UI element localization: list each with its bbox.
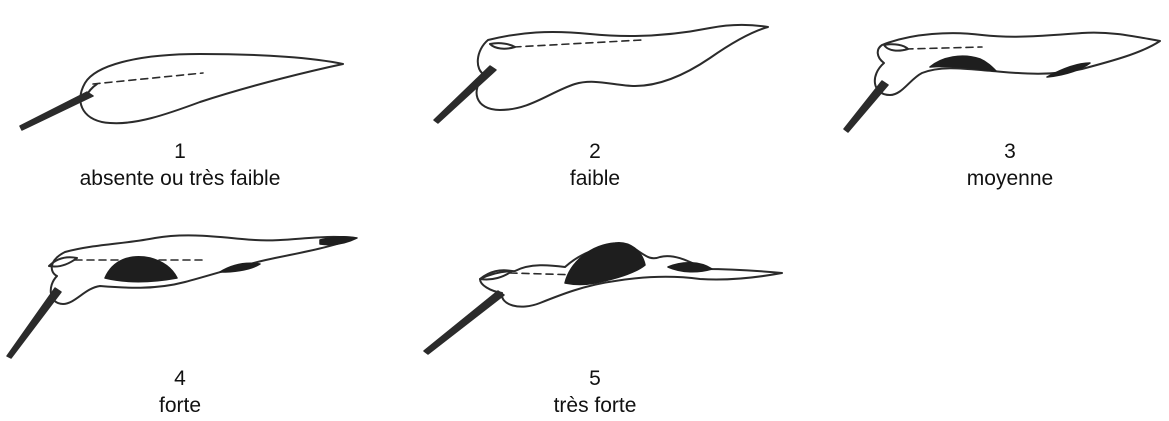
caption-3: 3 moyenne: [850, 138, 1169, 192]
caption-4: 4 forte: [20, 365, 340, 419]
petiole: [844, 81, 888, 132]
petiole: [20, 92, 93, 130]
leaf-base-curl: [884, 44, 908, 50]
caption-label: absente ou très faible: [20, 165, 340, 192]
petiole: [434, 66, 496, 123]
caption-label: très forte: [435, 392, 755, 419]
midrib: [93, 73, 203, 84]
caption-number: 2: [435, 138, 755, 165]
midrib: [514, 40, 642, 47]
leaf-outline: [477, 25, 768, 110]
leaf-base-curl: [49, 257, 77, 266]
leaf-illustration-3: [842, 25, 1167, 133]
midrib: [906, 47, 982, 49]
caption-number: 5: [435, 365, 755, 392]
caption-label: forte: [20, 392, 340, 419]
leaf-outline: [875, 33, 1160, 95]
anthocyanin-zone: [668, 263, 712, 272]
caption-1: 1 absente ou très faible: [20, 138, 340, 192]
leaf-illustration-4: [5, 218, 365, 358]
leaf-illustration-1: [15, 40, 355, 135]
caption-number: 3: [850, 138, 1169, 165]
caption-label: moyenne: [850, 165, 1169, 192]
caption-2: 2 faible: [435, 138, 755, 192]
caption-5: 5 très forte: [435, 365, 755, 419]
anthocyanin-zone: [1047, 63, 1090, 77]
petiole: [424, 291, 504, 354]
petiole: [7, 288, 61, 358]
caption-number: 1: [20, 138, 340, 165]
leaf-outline: [80, 54, 343, 123]
leaf-illustration-5: [420, 235, 785, 355]
leaf-base-curl: [490, 43, 515, 48]
anthocyanin-zone: [220, 263, 260, 272]
leaf-illustration-2: [430, 20, 775, 128]
caption-number: 4: [20, 365, 340, 392]
leaf-outline: [51, 235, 355, 304]
caption-label: faible: [435, 165, 755, 192]
